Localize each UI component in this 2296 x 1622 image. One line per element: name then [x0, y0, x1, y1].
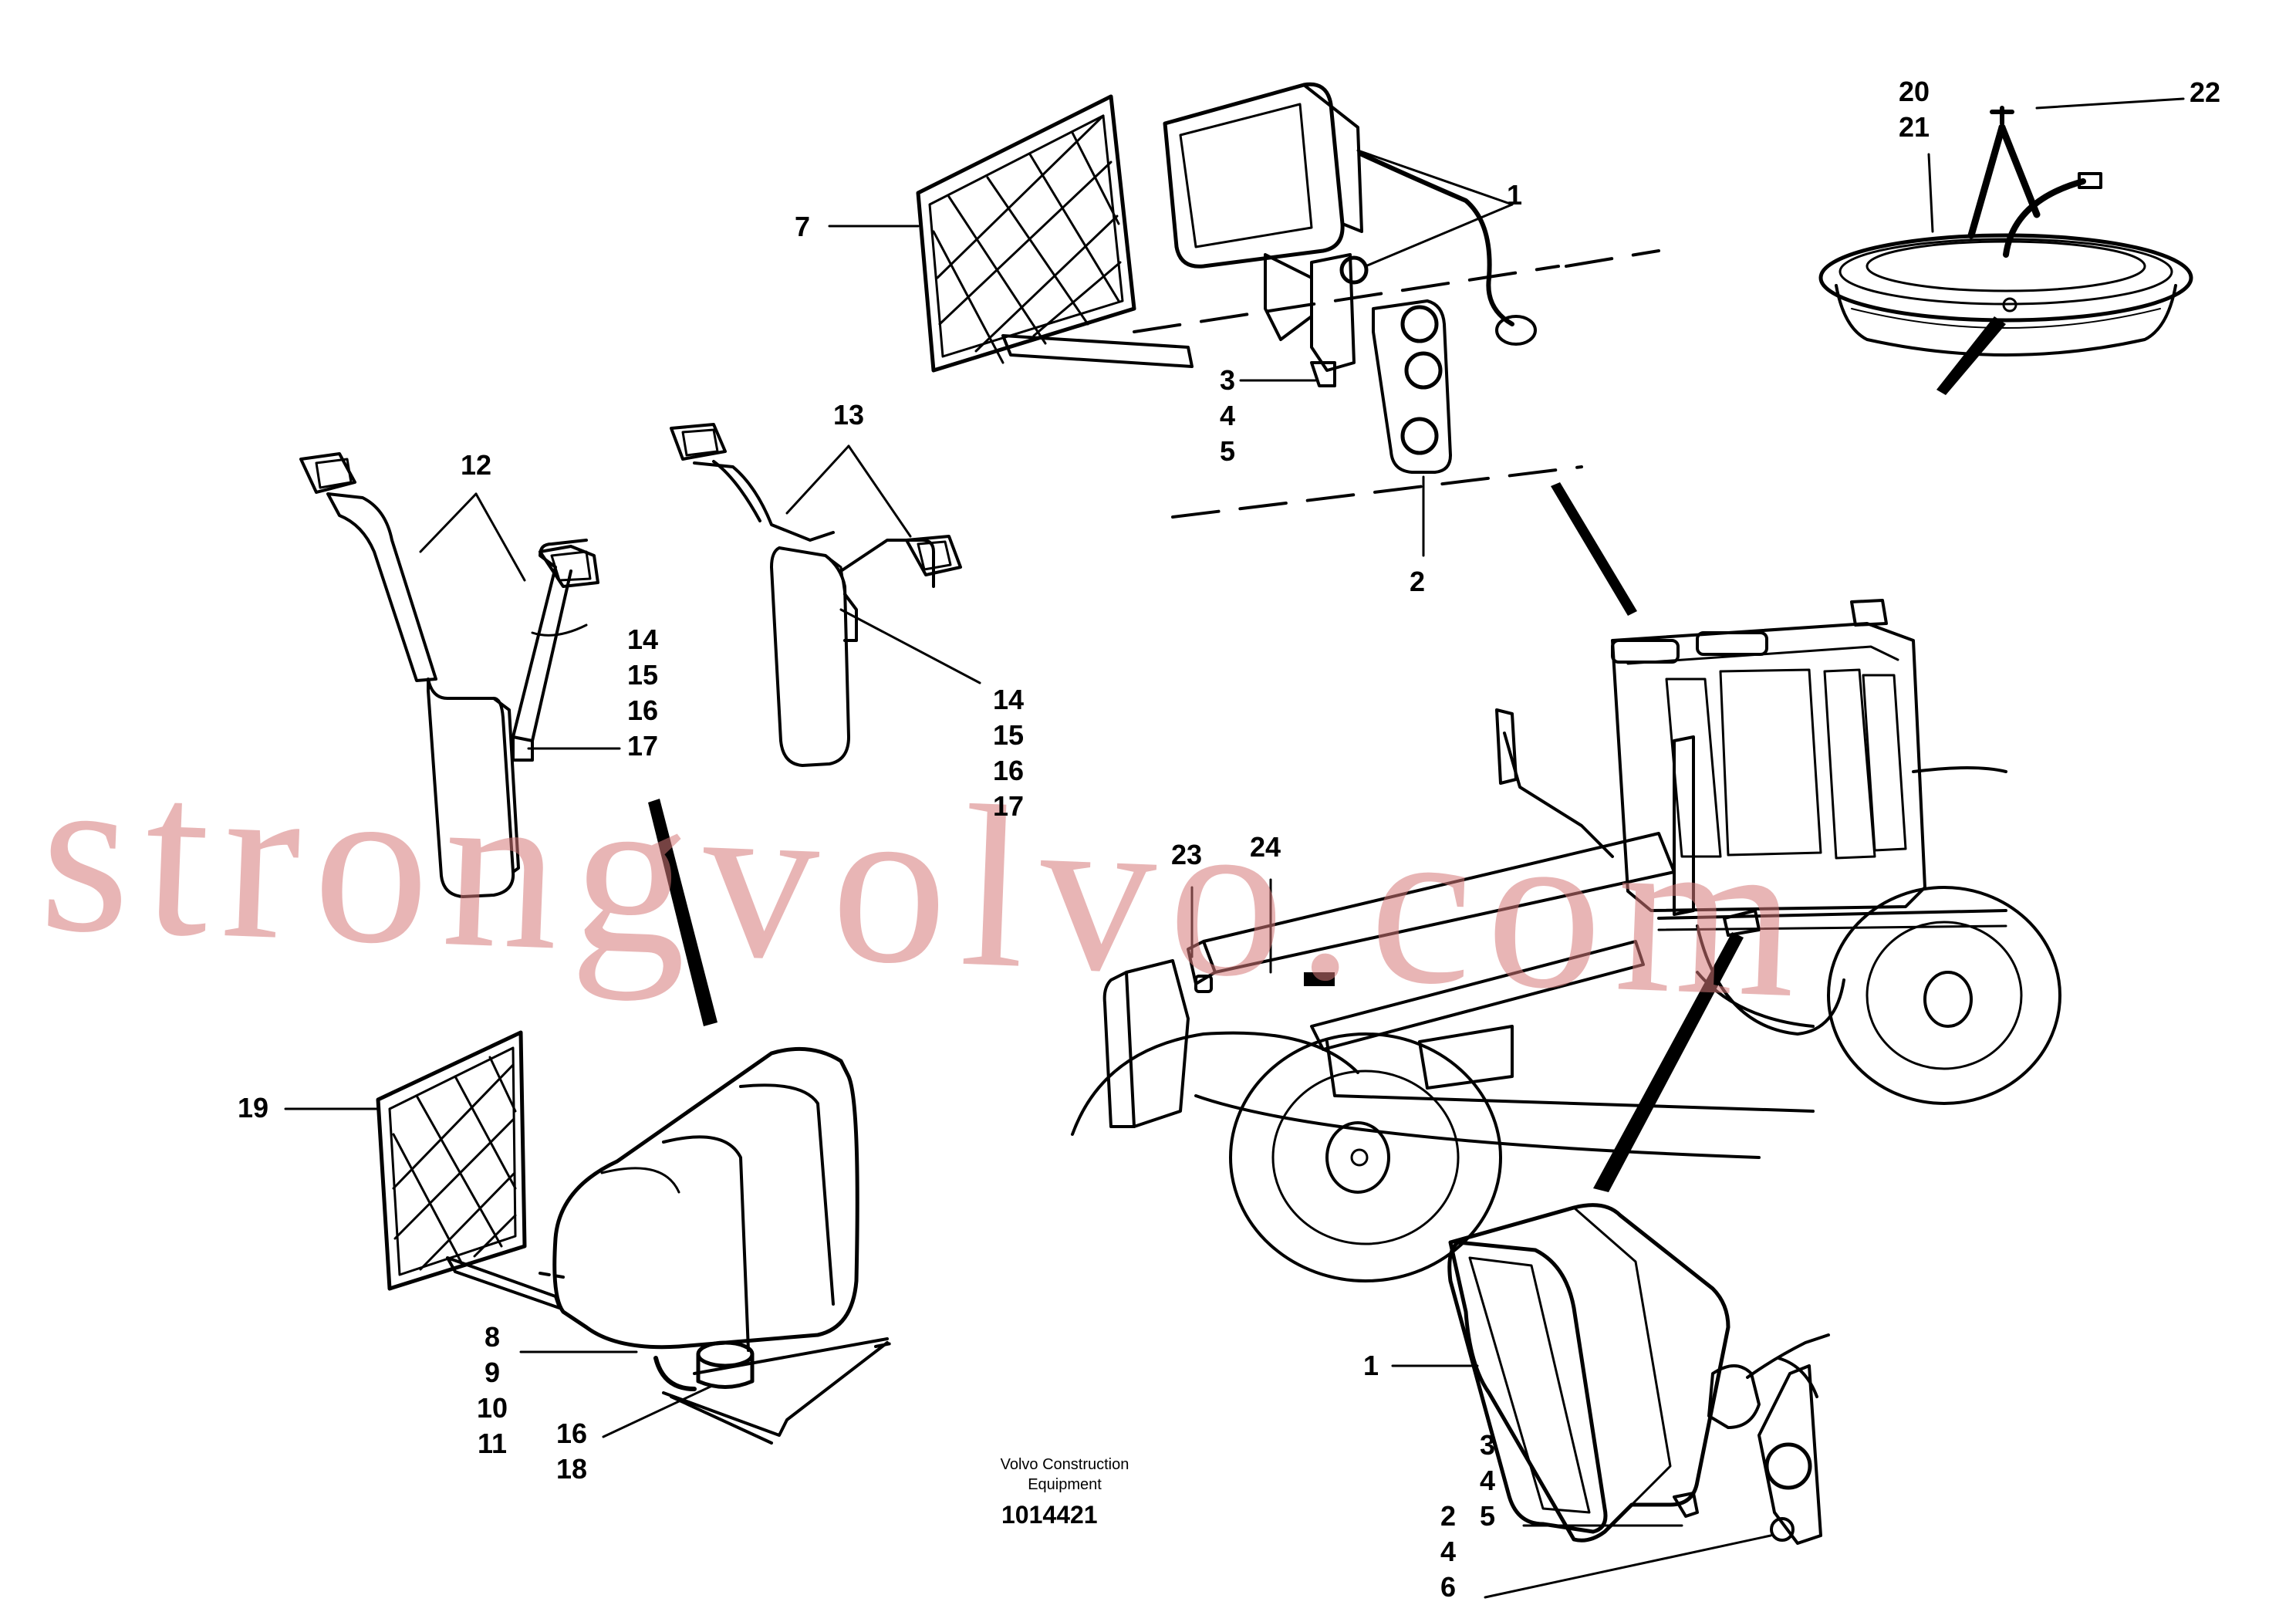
- label-7: 7: [795, 211, 811, 242]
- label-stack-3-5-bottom: 3 4 5: [1477, 1428, 1497, 1534]
- label-18: 18: [555, 1453, 588, 1485]
- top-work-lamp-drawing: [916, 82, 1660, 519]
- label-11: 11: [477, 1428, 508, 1459]
- label-stack-16-18: 16 18: [552, 1416, 592, 1487]
- label-9: 9: [484, 1357, 501, 1388]
- credit-line-1: Volvo Construction: [1000, 1456, 1129, 1473]
- label-12: 12: [461, 449, 492, 481]
- label-24: 24: [1250, 831, 1281, 863]
- label-stack-14-17-right: 14 15 16 17: [988, 682, 1028, 824]
- label-stack-2-4-6: 2 4 6: [1438, 1499, 1458, 1605]
- label-4: 4: [1219, 400, 1236, 431]
- label-21: 21: [1898, 111, 1930, 143]
- label-6: 6: [1440, 1571, 1457, 1603]
- label-22: 22: [2190, 76, 2221, 108]
- credit-line-2: Equipment: [1028, 1476, 1102, 1493]
- beacon-drawing: [1818, 106, 2193, 357]
- label-2: 2: [1440, 1500, 1457, 1532]
- label-14: 14: [992, 684, 1025, 715]
- manufacturer-credit: Volvo Construction Equipment: [968, 1455, 1161, 1495]
- grader-drawing: [1071, 599, 2061, 1282]
- mesh-grid-top: [932, 114, 1122, 364]
- label-2: 2: [1410, 566, 1426, 597]
- label-10: 10: [476, 1392, 508, 1424]
- label-stack-14-17-left: 14 15 16 17: [623, 622, 663, 764]
- label-16: 16: [555, 1418, 588, 1449]
- label-stack-8-11: 8 9 10 11: [472, 1320, 512, 1461]
- label-20: 20: [1898, 76, 1930, 107]
- label-14: 14: [626, 623, 659, 655]
- reference-dash-lines: [1133, 249, 1660, 519]
- label-16: 16: [992, 755, 1025, 786]
- label-stack-3-5-top: 3 4 5: [1217, 363, 1237, 469]
- label-15: 15: [626, 659, 659, 691]
- cab-lamp-guard-drawing: [376, 1030, 896, 1445]
- mirror-arm-right-drawing: [670, 423, 962, 767]
- label-17: 17: [626, 730, 659, 762]
- mirror-arm-left-drawing: [299, 452, 599, 898]
- label-3: 3: [1479, 1429, 1496, 1461]
- label-5: 5: [1219, 435, 1236, 467]
- label-stack-20-21: 20 21: [1894, 74, 1934, 145]
- label-17: 17: [992, 790, 1025, 822]
- label-19: 19: [238, 1092, 269, 1124]
- leader-lines: [284, 97, 2185, 1599]
- label-5: 5: [1479, 1500, 1496, 1532]
- label-1-bottom: 1: [1363, 1350, 1379, 1381]
- label-8: 8: [484, 1321, 501, 1353]
- mesh-guard-top: [916, 94, 1136, 373]
- label-4: 4: [1479, 1465, 1496, 1496]
- label-4: 4: [1440, 1536, 1457, 1567]
- label-13: 13: [833, 399, 865, 431]
- mesh-grid-bottom: [392, 1056, 517, 1271]
- label-23: 23: [1171, 839, 1203, 870]
- label-15: 15: [992, 719, 1025, 751]
- label-16: 16: [626, 694, 659, 726]
- label-3: 3: [1219, 364, 1236, 396]
- label-1-top: 1: [1507, 179, 1523, 211]
- leader-wedges: [648, 316, 2006, 1192]
- bottom-work-lamp-drawing: [1447, 1203, 1830, 1545]
- drawing-number: 1014421: [1001, 1501, 1098, 1529]
